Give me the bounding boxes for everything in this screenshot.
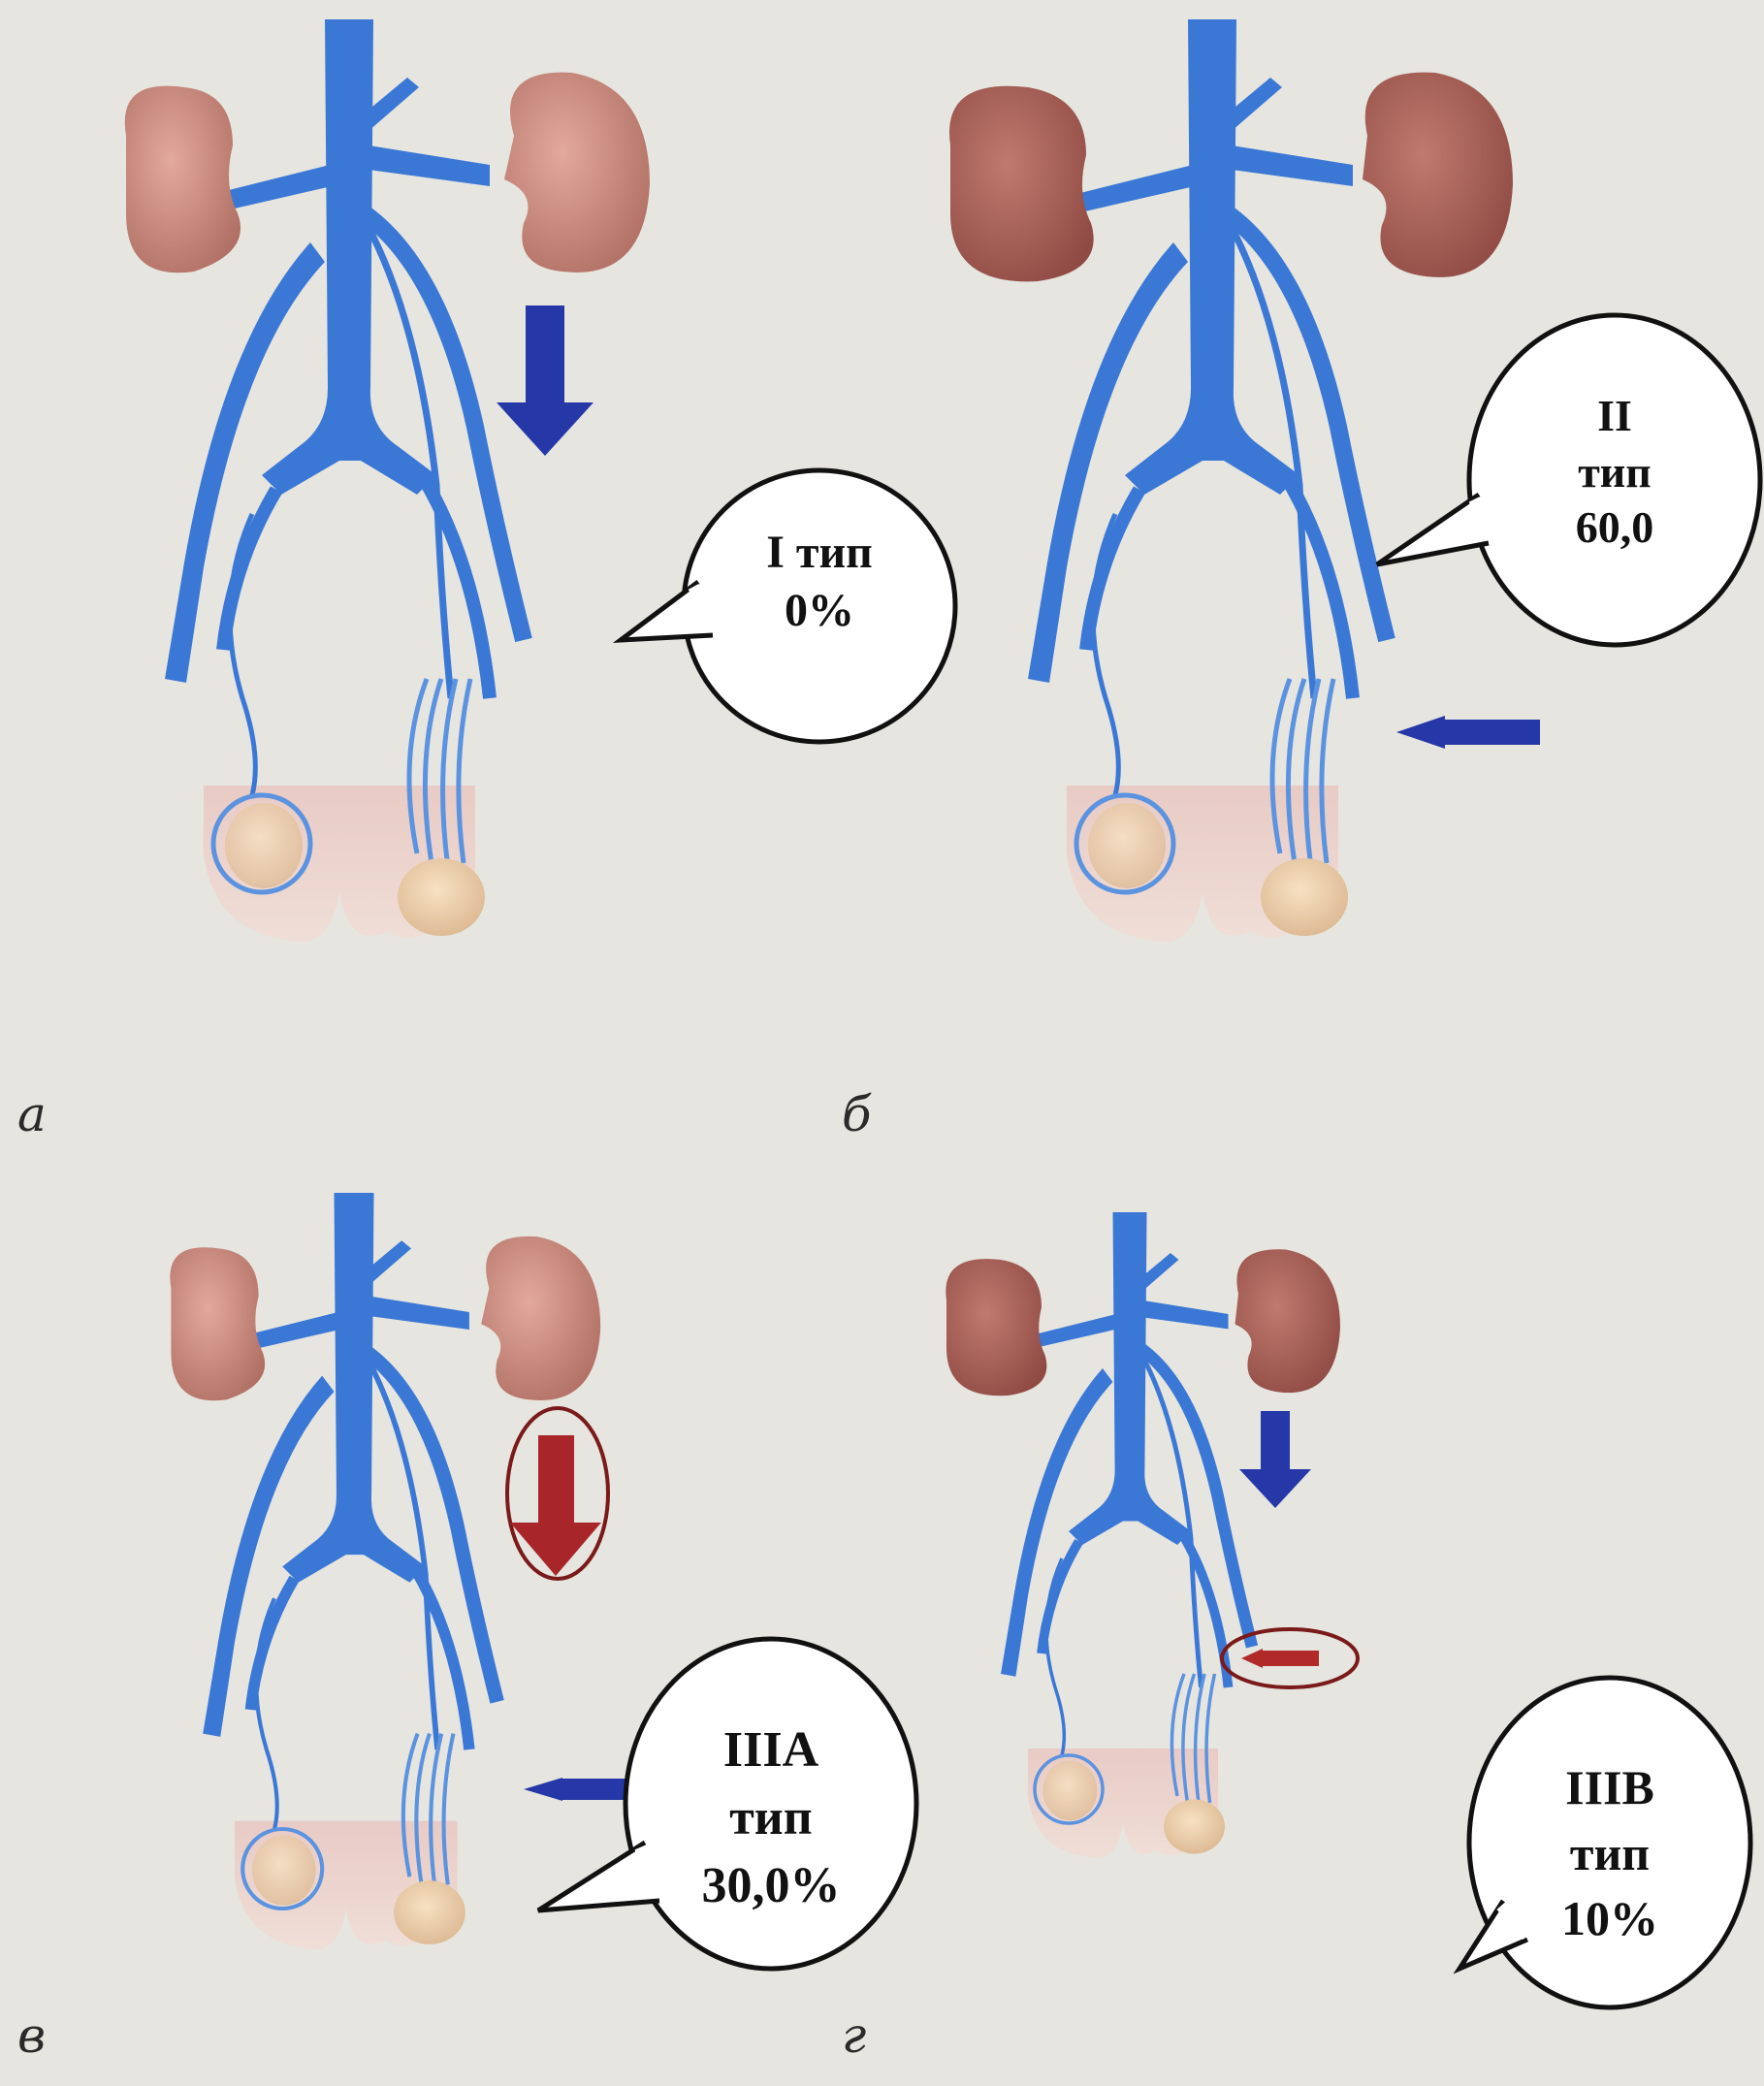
panel-letter-a: а [17, 1086, 47, 1142]
left-kidney [504, 73, 650, 273]
left-kidney [1363, 73, 1513, 277]
label-percent-d: 10% [1513, 1886, 1707, 1952]
side-arrow [1396, 716, 1445, 749]
panel-a [125, 19, 650, 942]
label-type-c: тип [669, 1784, 873, 1852]
label-type-b: тип [1518, 444, 1712, 500]
side-arrow-red [1261, 1651, 1319, 1666]
panel-letter-b: б [842, 1086, 872, 1142]
reflux-arrow [1239, 1411, 1311, 1508]
panel-letter-c: в [17, 2007, 46, 2064]
right-kidney [946, 1259, 1046, 1396]
right-kidney [949, 86, 1094, 282]
right-kidney [170, 1247, 265, 1400]
bubble-text-d: IIIB тип 10% [1513, 1755, 1707, 1952]
left-kidney [481, 1236, 600, 1400]
label-percent-a: 0% [722, 582, 916, 640]
right-kidney [125, 86, 241, 273]
panel-letter-d: г [842, 2007, 866, 2064]
label-type-d: тип [1513, 1821, 1707, 1887]
label-percent-b: 60,0 [1518, 499, 1712, 556]
label-type-a: I тип [722, 524, 916, 582]
bubble-text-c: IIIA тип 30,0% [669, 1717, 873, 1921]
panel-b [949, 19, 1540, 942]
bubble-text-a: I тип 0% [722, 524, 916, 640]
label-roman-b: II [1518, 388, 1712, 444]
panel-d [946, 1212, 1340, 1858]
label-roman-d: IIIB [1513, 1755, 1707, 1821]
reflux-arrow [497, 305, 593, 456]
label-roman-c: IIIA [669, 1717, 873, 1784]
bubble-text-b: II тип 60,0 [1518, 388, 1712, 556]
label-percent-c: 30,0% [669, 1852, 873, 1920]
left-kidney [1235, 1249, 1341, 1393]
